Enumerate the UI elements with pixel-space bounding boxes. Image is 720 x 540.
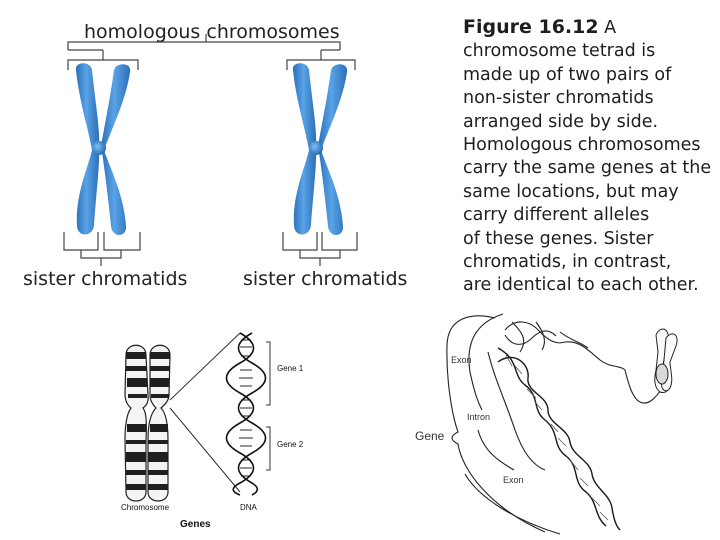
- homologous-chromosomes-title: homologous chromosomes: [84, 21, 340, 43]
- gene-2-label: Gene 2: [277, 440, 304, 449]
- caption-line: chromosome tetrad is: [463, 41, 656, 62]
- left-sister-chromatids-label: sister chromatids: [23, 268, 188, 290]
- gene-region-brackets: [446, 313, 561, 535]
- caption-line: carry the same genes at the: [463, 158, 712, 179]
- left-chromatid-a: [75, 63, 100, 235]
- intron-label: Intron: [467, 412, 491, 422]
- mini-chromosome: [654, 328, 678, 394]
- caption-line: are identical to each other.: [463, 275, 699, 296]
- chromosome-bands: [126, 352, 170, 490]
- right-chromatid-a: [292, 63, 317, 235]
- gene-label: Gene: [415, 429, 445, 443]
- zoom-lines: [169, 332, 241, 493]
- left-centromere: [92, 141, 106, 155]
- exon-bottom-label: Exon: [503, 475, 524, 485]
- caption-line: A: [604, 18, 617, 38]
- dna-helix: [225, 332, 267, 496]
- sister-chromatid-brackets: [63, 232, 358, 266]
- coiled-dna-ribbon: [504, 321, 663, 404]
- right-sister-chromatids-label: sister chromatids: [243, 268, 408, 290]
- figure-number: Figure 16.12: [463, 16, 599, 38]
- dna-label: DNA: [240, 503, 257, 512]
- figure-caption: Figure 16.12 A chromosome tetrad is made…: [463, 16, 720, 298]
- chromosome-label: Chromosome: [121, 503, 170, 512]
- caption-line: Homologous chromosomes: [463, 135, 701, 156]
- caption-line: made up of two pairs of: [463, 64, 672, 85]
- left-chromosome: [75, 63, 131, 235]
- right-centromere: [309, 141, 323, 155]
- caption-line: arranged side by side.: [463, 111, 659, 132]
- caption-line: same locations, but may: [463, 181, 679, 202]
- caption-line: of these genes. Sister: [463, 228, 654, 249]
- left-chromatid-b: [101, 64, 131, 235]
- helix-base-pairs: [505, 354, 609, 521]
- gene-brackets: [266, 341, 271, 471]
- caption-line: non-sister chromatids: [463, 88, 654, 109]
- gene-1-label: Gene 1: [277, 364, 304, 373]
- caption-first-line: Figure 16.12 A: [463, 16, 720, 40]
- dna-double-helix: [497, 347, 621, 531]
- right-chromatid-b: [318, 64, 348, 235]
- exon-top-label: Exon: [451, 355, 472, 365]
- homologous-bracket: [67, 34, 356, 70]
- right-chromosome: [292, 63, 348, 235]
- caption-line: chromatids, in contrast,: [463, 252, 672, 273]
- genes-footer-label: Genes: [180, 519, 211, 530]
- caption-line: carry different alleles: [463, 205, 650, 226]
